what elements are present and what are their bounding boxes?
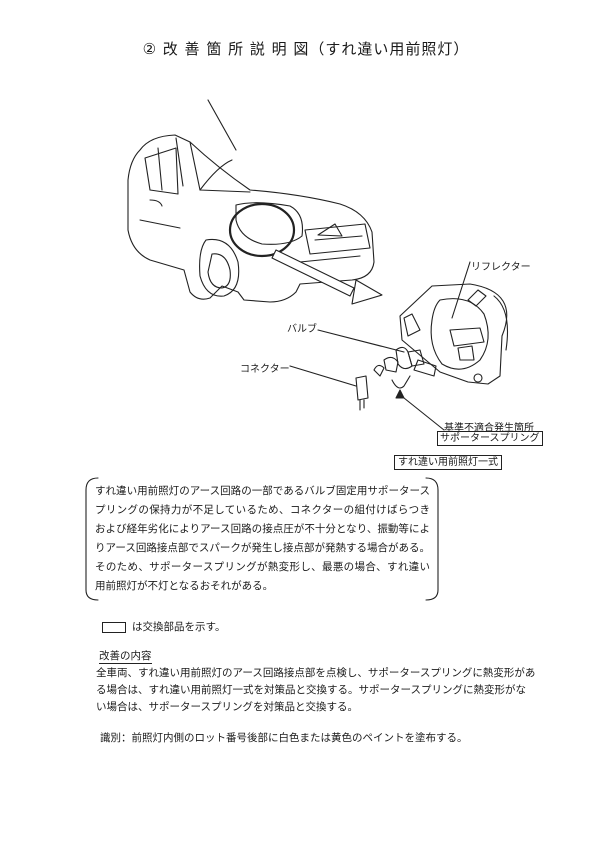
bulb-assembly [289,329,425,389]
defect-description: すれ違い用前照灯のアース回路の一部であるバルブ固定用サポータースプリングの保持力… [95,485,430,592]
improvement-body: 全車両、すれ違い用前照灯のアース回路接点部を点検し、サポータースプリングに熱変形… [96,667,536,713]
connector-part [355,375,369,411]
headlamp-highlight-circle [228,202,296,258]
page-title: ② 改 善 箇 所 説 明 図（すれ違い用前照灯） [142,40,470,58]
car-illustration [127,99,375,303]
connector-label: コネクター [240,364,290,375]
supporter-spring-label: サポータースプリング [437,431,543,446]
bulb-label: バルブ [287,324,317,335]
headlamp-unit [399,261,509,385]
reflector-label: リフレクター [471,262,531,273]
description-bracket [85,477,439,601]
improvement-heading: 改善の内容 [99,650,152,664]
legend-swatch [102,622,126,633]
legend-text: は交換部品を示す。 [132,621,226,633]
defect-location-label: 基準不適合発生箇所 [444,423,534,434]
identification-text: 識別：前照灯内側のロット番号後部に白色または黄色のペイントを塗布する。 [100,732,468,744]
headlamp-assembly-label: すれ違い用前照灯一式 [394,455,502,470]
pointer-arrow [271,249,383,305]
